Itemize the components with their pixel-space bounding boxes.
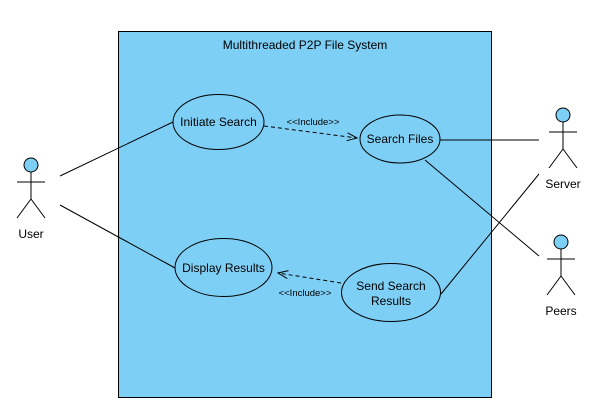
association-search-files-peers	[424, 159, 540, 257]
include-arrow	[278, 273, 342, 284]
use-case-ellipse	[359, 114, 441, 164]
stick-figure-icon	[16, 157, 46, 219]
actor-server: Server	[545, 107, 581, 191]
use-case-send-search-results: Send Search Results	[341, 263, 441, 322]
association-user-display-results	[59, 204, 176, 269]
include-label: <<Include>>	[287, 117, 340, 128]
include-label: <<Include>>	[279, 288, 332, 299]
actor-user: User	[16, 157, 46, 241]
use-case-initiate-search: Initiate Search	[172, 94, 265, 150]
include-send-to-display: <<Include>>	[278, 273, 342, 299]
use-case-label: Display Results	[182, 261, 265, 275]
actor-peers: Peers	[545, 234, 577, 318]
use-case-label: Results	[371, 294, 411, 308]
use-case-display-results: Display Results	[174, 238, 273, 297]
include-initiate-to-search: <<Include>>	[263, 117, 357, 138]
use-case-ellipse	[172, 94, 265, 150]
system-title: Multithreaded P2P File System	[223, 38, 388, 52]
use-case-ellipse	[174, 238, 273, 297]
system-boundary: Multithreaded P2P File System	[118, 31, 492, 398]
actor-label: User	[18, 227, 43, 241]
use-case-label: Send Search	[356, 279, 425, 293]
actor-label: Server	[545, 177, 580, 191]
use-case-ellipse	[341, 263, 441, 322]
use-case-label: Initiate Search	[180, 115, 257, 129]
stick-figure-icon	[548, 107, 578, 169]
use-case-label: Search Files	[367, 132, 434, 146]
association-send-results-server	[440, 173, 540, 295]
include-arrow	[263, 125, 357, 138]
use-case-search-files: Search Files	[359, 114, 441, 164]
actor-label: Peers	[545, 304, 576, 318]
stick-figure-icon	[546, 234, 576, 296]
system-boundary-box	[118, 31, 492, 398]
association-user-initiate-search	[59, 121, 174, 177]
